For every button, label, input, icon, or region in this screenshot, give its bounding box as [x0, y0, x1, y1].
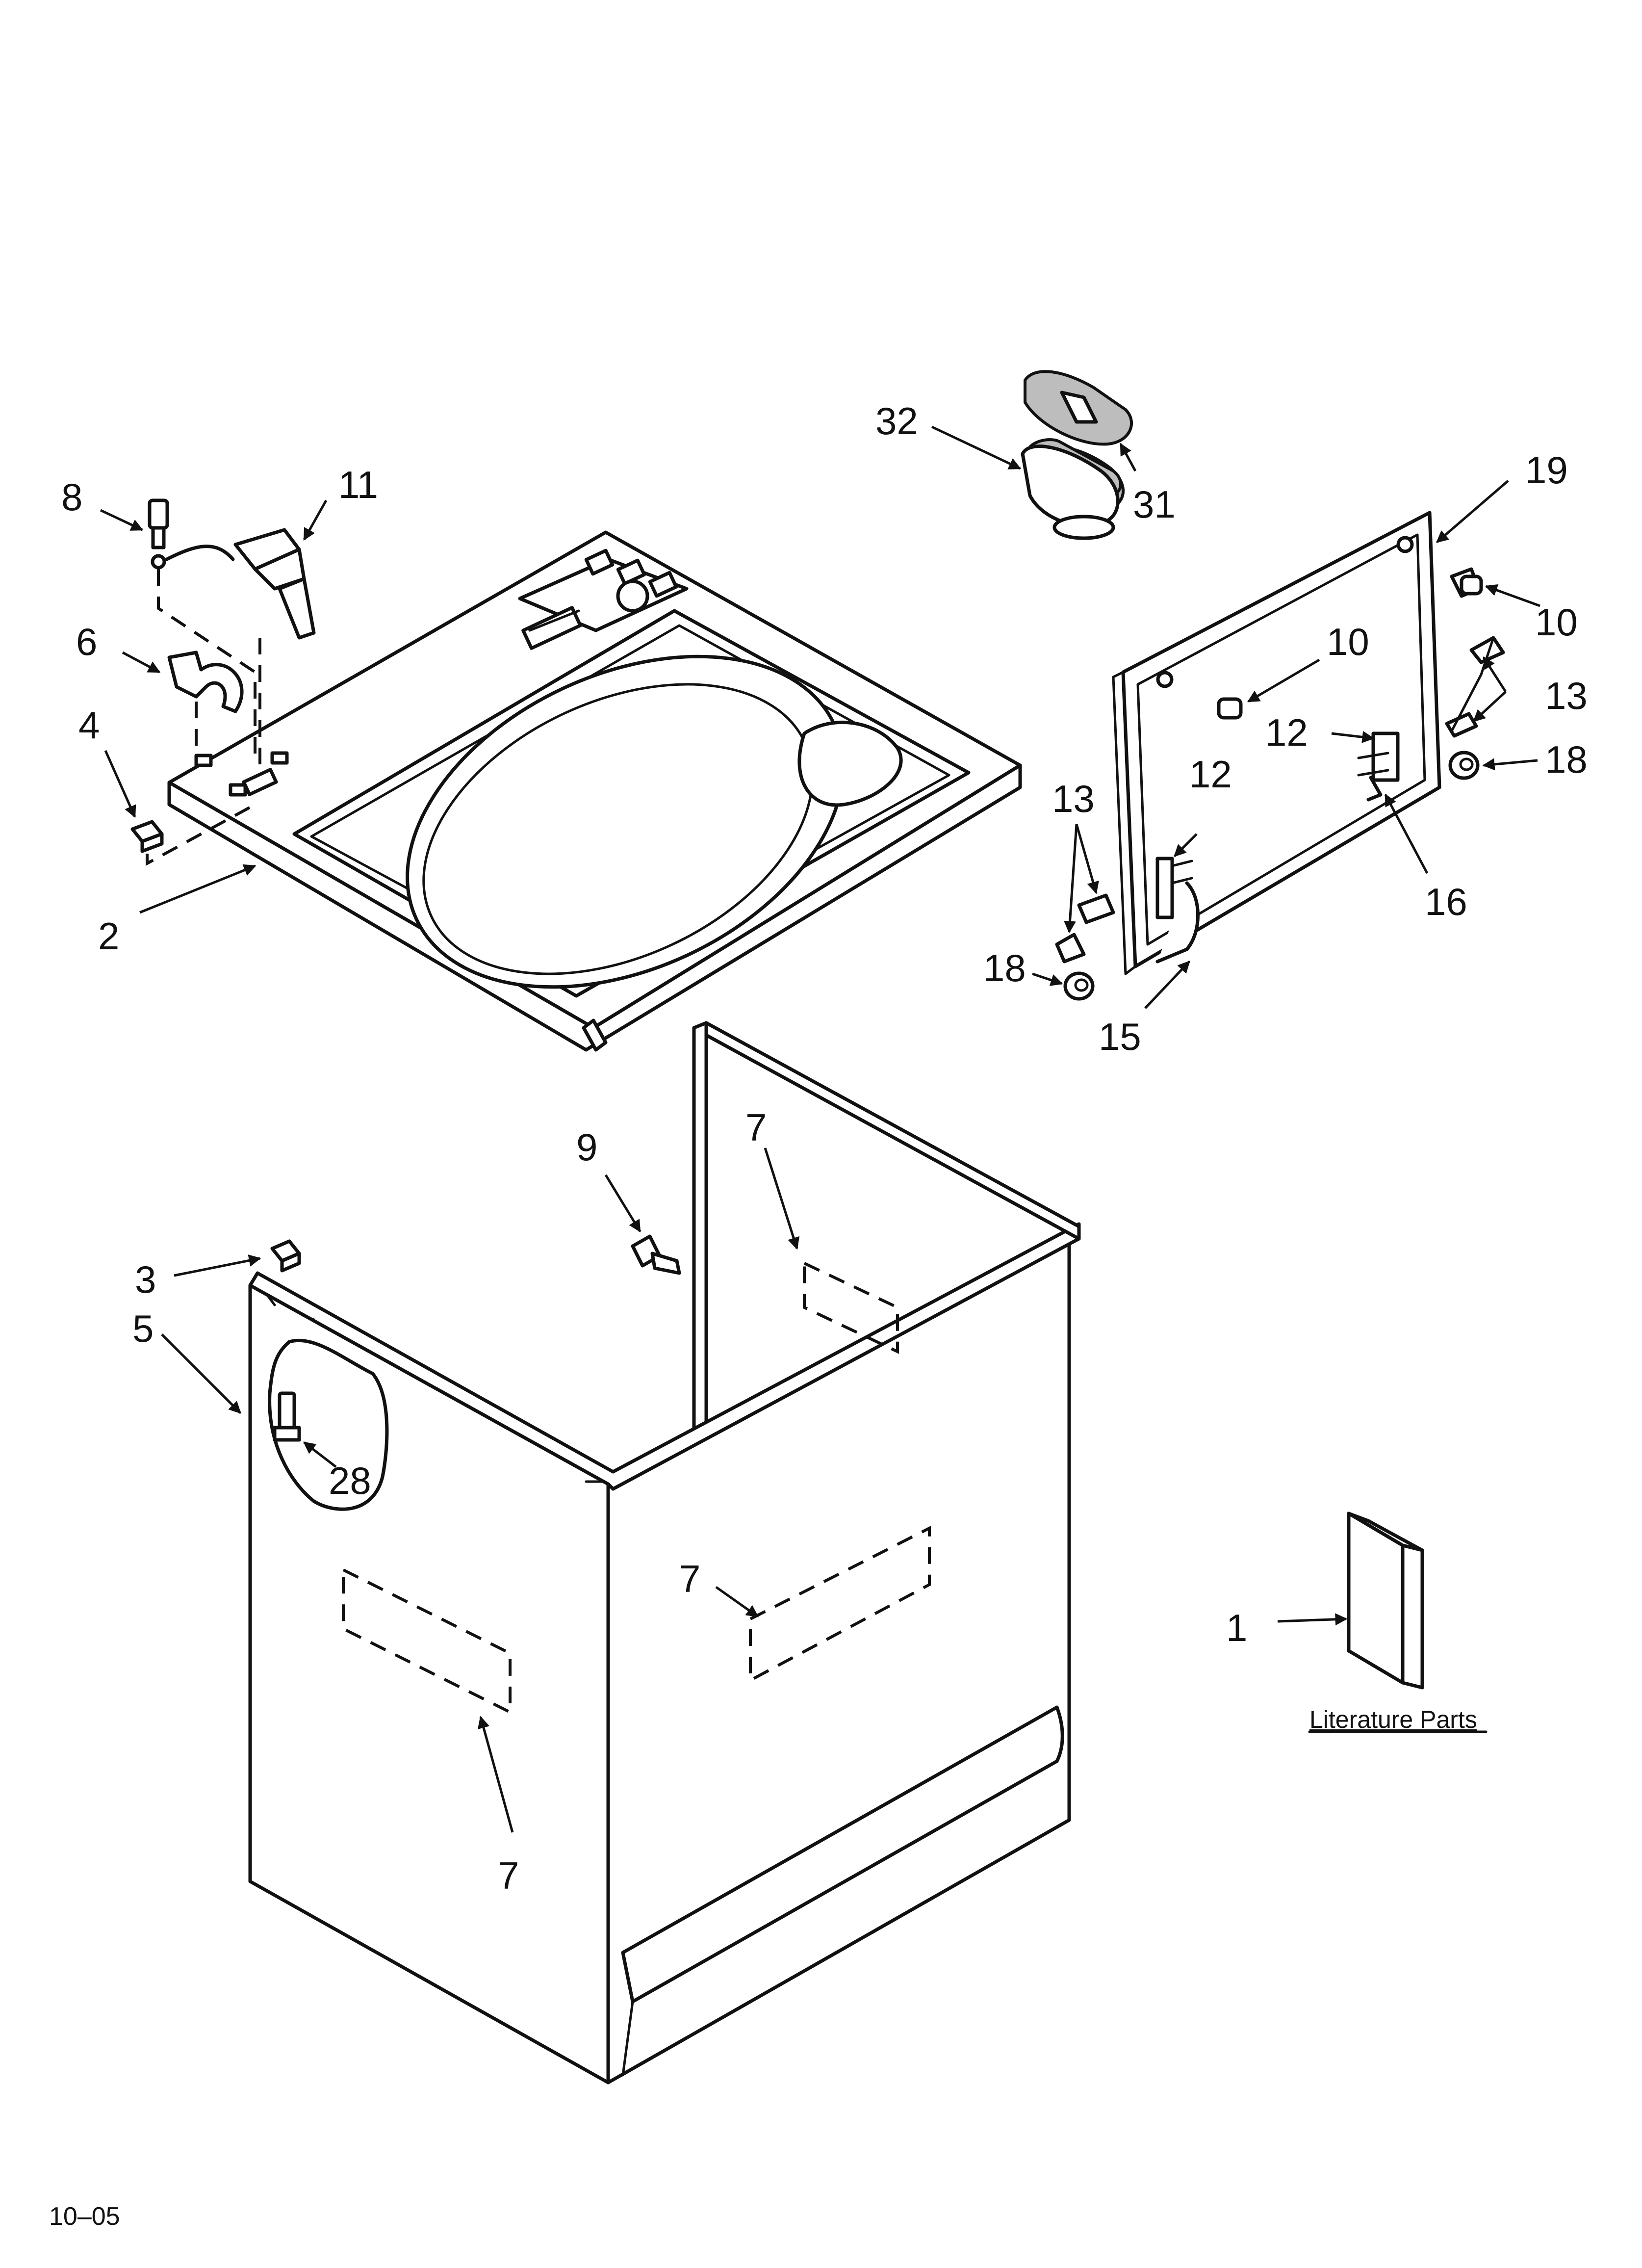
callout-31: 31 [1133, 483, 1176, 526]
bumper-part-10-lower [1217, 697, 1243, 720]
label-area-part-7-back [803, 1261, 899, 1354]
screw-part-13-mid-right [1445, 712, 1478, 738]
top-panel [167, 530, 1022, 1052]
hinge-part-12-lower [1155, 857, 1193, 919]
callout-7-side: 7 [679, 1557, 700, 1600]
hinge-rod-part-16 [1366, 776, 1383, 802]
screw-part-13-lower-left-a [1077, 893, 1115, 924]
bumper-part-10-upper [1450, 567, 1483, 598]
screw-part-13-lower-left-b [1055, 933, 1086, 964]
lid-switch-part-11 [165, 528, 316, 640]
callout-11: 11 [338, 463, 378, 506]
callout-18-left: 18 [983, 946, 1026, 990]
cabinet-part-5 [248, 1021, 1081, 2085]
callout-13-left: 13 [1052, 777, 1095, 820]
screw-part-9 [631, 1234, 681, 1275]
callout-18-right: 18 [1545, 738, 1588, 781]
clip-part-6 [167, 651, 244, 713]
label-area-part-7-front [342, 1567, 512, 1715]
callout-6: 6 [76, 620, 97, 663]
callout-7-front: 7 [498, 1854, 519, 1897]
washer-part-18-left [1063, 971, 1095, 1001]
cabinet-cutaway [268, 1338, 389, 1511]
callout-5: 5 [132, 1307, 154, 1350]
callout-7-back: 7 [745, 1106, 767, 1149]
guide-line-part-13-upper [1450, 636, 1495, 732]
callout-9: 9 [576, 1125, 597, 1169]
lid-frame-part-19 [1112, 511, 1441, 975]
literature-parts-label: Literature Parts [1309, 1706, 1477, 1733]
literature-book-part-1 [1347, 1512, 1424, 1690]
lid-hinge-rod-part-15 [1155, 881, 1200, 964]
guide-line-part-4 [146, 803, 256, 866]
callout-8: 8 [61, 475, 82, 519]
callout-4: 4 [78, 704, 100, 747]
hinge-part-12-upper [1357, 731, 1400, 782]
callout-16: 16 [1425, 880, 1467, 923]
date-code: 10–05 [49, 2202, 120, 2231]
screw-part-8 [148, 498, 169, 570]
callout-19: 19 [1525, 448, 1568, 492]
washer-part-18-right [1448, 751, 1480, 780]
callout-15: 15 [1099, 1015, 1141, 1058]
callout-3: 3 [135, 1258, 156, 1301]
screw-part-13-upper-right [1469, 636, 1505, 664]
nut-part-4 [130, 820, 164, 853]
label-area-part-7-side [749, 1526, 931, 1683]
knob-skirt-part-32 [1021, 438, 1122, 540]
guide-line-part-8 [157, 569, 257, 756]
knob-cap-part-31-top [1024, 370, 1133, 446]
leader-lines [100, 425, 1540, 1833]
callout-12-right: 12 [1265, 711, 1308, 754]
callout-32: 32 [875, 399, 918, 443]
nut-part-3 [270, 1239, 301, 1273]
callout-10-inner: 10 [1327, 620, 1369, 663]
callout-28: 28 [329, 1459, 371, 1502]
callout-2: 2 [98, 914, 119, 958]
screw-part-28 [273, 1391, 301, 1442]
callout-13-right: 13 [1545, 674, 1588, 717]
callout-1: 1 [1226, 1606, 1247, 1649]
callout-12-left: 12 [1189, 753, 1232, 796]
callout-10-right: 10 [1535, 600, 1578, 644]
